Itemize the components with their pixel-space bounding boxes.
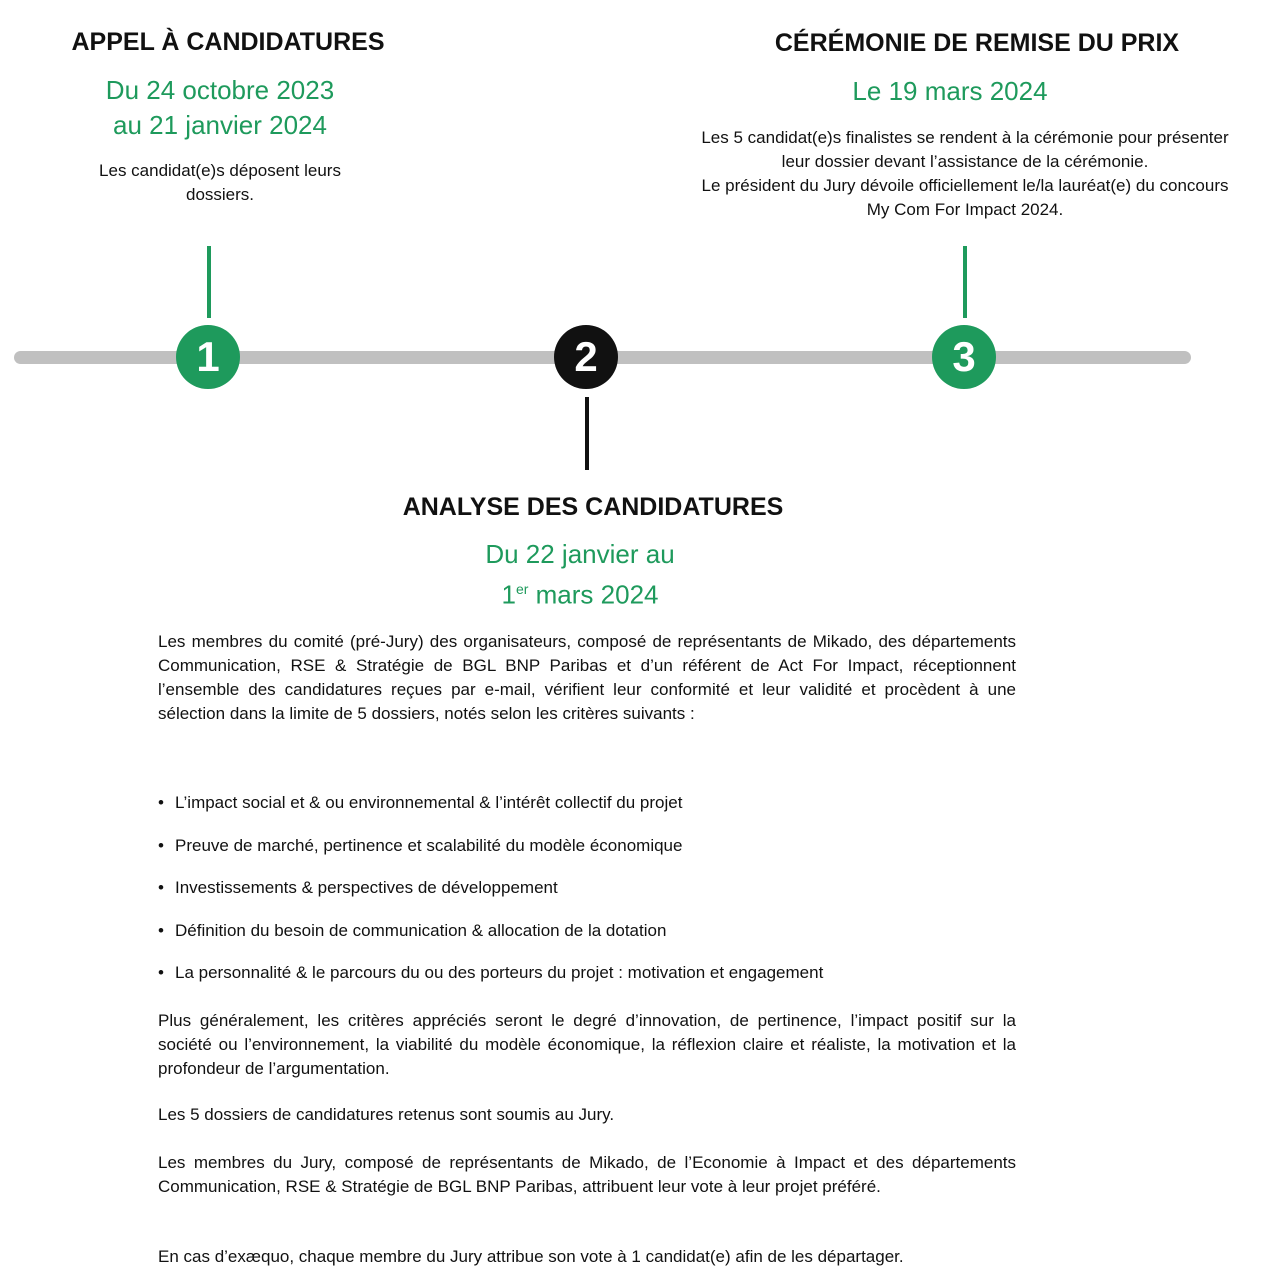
step-3-description-line: My Com For Impact 2024. xyxy=(866,200,1064,219)
step-3-title: CÉRÉMONIE DE REMISE DU PRIX xyxy=(774,29,1180,57)
criterion-text: La personnalité & le parcours du ou des … xyxy=(175,963,824,982)
step-3-circle: 3 xyxy=(932,325,996,389)
step-1-description: Les candidat(e)s déposent leurs dossiers… xyxy=(20,159,420,207)
step-3-description-line: leur dossier devant l’assistance de la c… xyxy=(781,152,1149,171)
step-2-date-line2: 1er mars 2024 xyxy=(380,572,780,613)
step-2-date-month-year: mars 2024 xyxy=(528,579,659,610)
step-1-description-line: Les candidat(e)s déposent leurs xyxy=(99,161,341,180)
analysis-retained: Les 5 dossiers de candidatures retenus s… xyxy=(158,1105,615,1124)
step-2-date-day: 1 xyxy=(501,579,516,610)
analysis-intro: Les membres du comité (pré-Jury) des org… xyxy=(158,632,1016,723)
step-1-date-line1: Du 24 octobre 2023 xyxy=(105,75,335,105)
criterion-text: Investissements & perspectives de dévelo… xyxy=(175,878,558,897)
criterion-text: Définition du besoin de communication & … xyxy=(175,920,667,940)
step-2-date-line1: Du 22 janvier au xyxy=(485,539,675,569)
criterion-text: Preuve de marché, pertinence et scalabil… xyxy=(175,835,683,855)
step-2-date-ordinal: er xyxy=(515,581,529,597)
step-3-description-line: Les 5 candidat(e)s finalistes se rendent… xyxy=(701,128,1229,147)
analysis-general: Plus généralement, les critères apprécié… xyxy=(158,1011,1016,1078)
bullet: • xyxy=(158,920,164,940)
step-3-description-line: Le président du Jury dévoile officiellem… xyxy=(701,176,1229,195)
list-item: • Preuve de marché, pertinence et scalabi… xyxy=(158,834,1058,877)
step-1-date: Du 24 octobre 2023 au 21 janvier 2024 xyxy=(20,73,420,143)
step-1-description-line: dossiers. xyxy=(185,185,255,204)
step-1-connector xyxy=(207,246,211,318)
analysis-tie: En cas d’exæquo, chaque membre du Jury a… xyxy=(158,1247,904,1266)
list-item: • La personnalité & le parcours du ou des… xyxy=(158,961,1058,1004)
step-1-title: APPEL À CANDIDATURES xyxy=(71,28,385,56)
list-item: • L’impact social et & ou environnemental… xyxy=(158,791,1058,834)
step-1-circle: 1 xyxy=(176,325,240,389)
bullet: • xyxy=(158,963,164,982)
list-item: • Investissements & perspectives de dével… xyxy=(158,876,1058,919)
step-2-connector xyxy=(585,397,589,470)
list-item: • Définition du besoin de communication &… xyxy=(158,919,1058,962)
step-3-connector xyxy=(963,246,967,318)
bullet: • xyxy=(158,878,164,897)
criteria-list: • L’impact social et & ou environnemental… xyxy=(158,791,1058,1004)
bullet: • xyxy=(158,835,164,855)
step-1-date-line2: au 21 janvier 2024 xyxy=(113,110,327,140)
step-3-description: Les 5 candidat(e)s finalistes se rendent… xyxy=(655,126,1275,222)
analysis-jury: Les membres du Jury, composé de représen… xyxy=(158,1153,1016,1196)
bullet: • xyxy=(158,793,164,812)
step-2-circle: 2 xyxy=(554,325,618,389)
step-3-date: Le 19 mars 2024 xyxy=(852,76,1048,106)
step-2-date: Du 22 janvier au 1er mars 2024 xyxy=(380,537,780,613)
step-2-title: ANALYSE DES CANDIDATURES xyxy=(402,493,784,521)
criterion-text: L’impact social et & ou environnemental … xyxy=(175,793,683,812)
